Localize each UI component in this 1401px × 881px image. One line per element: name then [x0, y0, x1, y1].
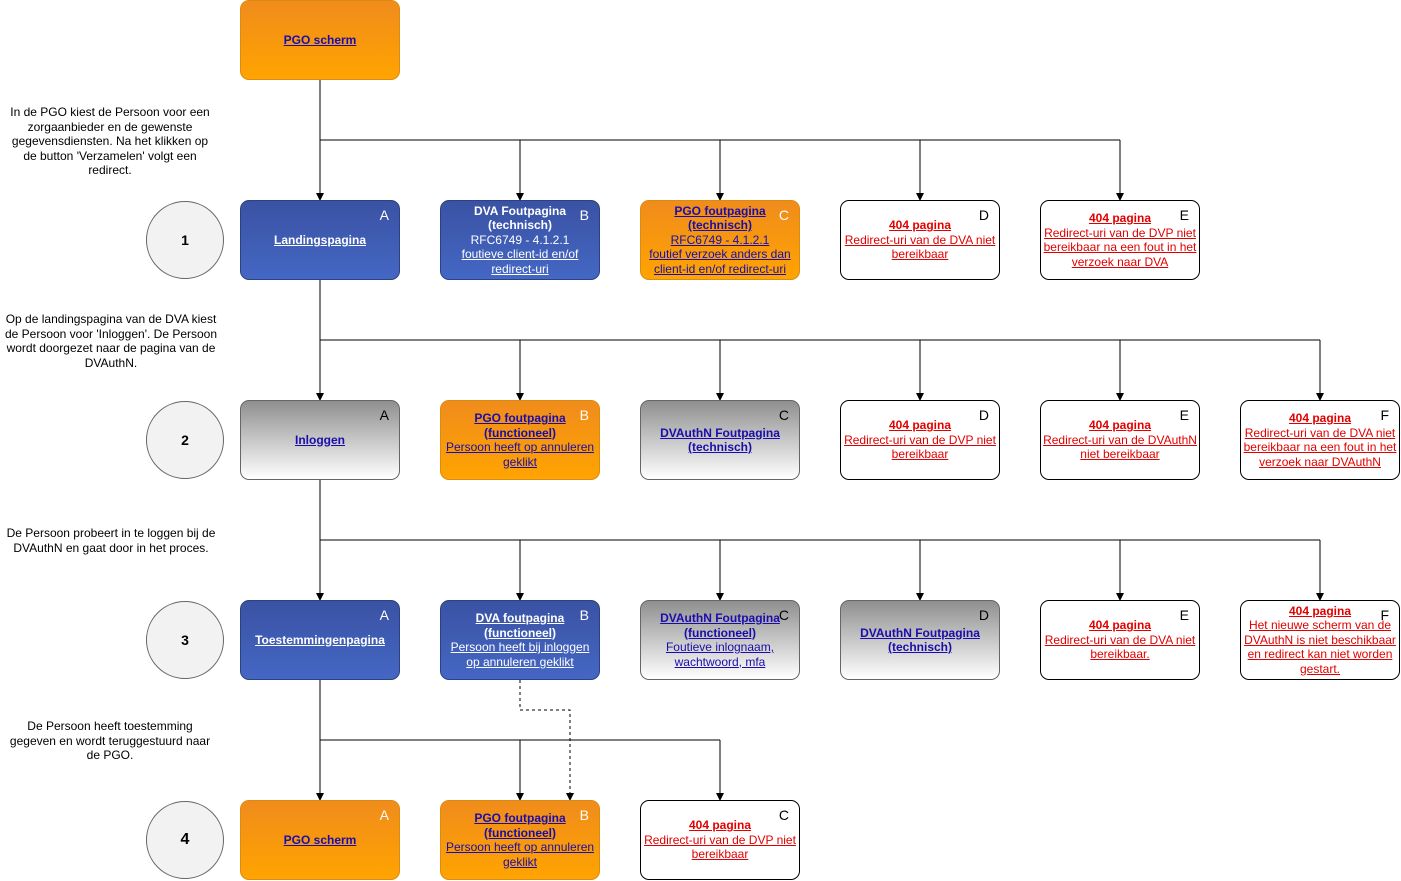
box-corner-label: E	[1179, 407, 1189, 423]
note-step-2: Op de landingspagina van de DVA kiest de…	[4, 312, 218, 370]
step-circle-3: 3	[146, 601, 224, 679]
box-line-1[interactable]: Redirect-uri van de DVA niet bereikbaar.	[1044, 632, 1196, 662]
box-corner-label: C	[778, 807, 789, 823]
404-dvp-box[interactable]: D 404 pagina Redirect-uri van de DVP nie…	[840, 400, 1000, 480]
dvauthn-foutpagina-functioneel-box[interactable]: C DVAuthN Foutpagina (functioneel) Fouti…	[640, 600, 800, 680]
box-line-1[interactable]: Redirect-uri van de DVP niet bereikbaar	[844, 432, 996, 462]
404-dvp-box[interactable]: E 404 pagina Redirect-uri van de DVP nie…	[1040, 200, 1200, 280]
box-line-1[interactable]: Persoon heeft op annuleren geklikt	[445, 840, 595, 869]
box-title[interactable]: DVAuthN Foutpagina (functioneel)	[660, 611, 780, 640]
box-line-1[interactable]: Redirect-uri van de DVA niet bereikbaar …	[1243, 425, 1397, 469]
box-title[interactable]: 404 pagina	[888, 218, 952, 233]
404-dvp-box[interactable]: C 404 pagina Redirect-uri van de DVP nie…	[640, 800, 800, 880]
404-dva-box[interactable]: E 404 pagina Redirect-uri van de DVA nie…	[1040, 600, 1200, 680]
box-corner-label: E	[1179, 207, 1189, 223]
dvauthn-foutpagina-technisch-box[interactable]: D DVAuthN Foutpagina (technisch)	[840, 600, 1000, 680]
box-title[interactable]: PGO foutpagina (functioneel)	[474, 811, 566, 840]
box-title[interactable]: 404 pagina	[688, 818, 752, 833]
note-step-4: De Persoon heeft toestemming gegeven en …	[9, 719, 211, 762]
pgo-scherm-start-box[interactable]: PGO scherm	[240, 0, 400, 80]
box-title[interactable]: PGO foutpagina (functioneel)	[474, 411, 566, 440]
box-line-1[interactable]: Redirect-uri van de DVP niet bereikbaar	[644, 832, 796, 862]
404-dva-box[interactable]: D 404 pagina Redirect-uri van de DVA nie…	[840, 200, 1000, 280]
landingspagina-box[interactable]: A Landingspagina	[240, 200, 400, 280]
box-line-1[interactable]: Persoon heeft op annuleren geklikt	[445, 440, 595, 469]
box-title[interactable]: Inloggen	[295, 432, 345, 447]
dva-foutpagina-functioneel-box[interactable]: B DVA foutpagina (functioneel) Persoon h…	[440, 600, 600, 680]
box-title[interactable]: Toestemmingenpagina	[255, 632, 385, 647]
box-corner-label: A	[379, 807, 389, 823]
box-corner-label: A	[379, 607, 389, 623]
dva-foutpagina-technisch-box[interactable]: B DVA Foutpagina (technisch) RFC6749 - 4…	[440, 200, 600, 280]
box-line-1[interactable]: Foutieve inlognaam, wachtwoord, mfa	[665, 640, 775, 669]
step-circle-4: 4	[146, 801, 224, 879]
inloggen-box[interactable]: A Inloggen	[240, 400, 400, 480]
box-title[interactable]: 404 pagina	[1088, 211, 1152, 225]
box-corner-label: F	[1380, 607, 1389, 623]
box-corner-label: B	[579, 807, 589, 823]
box-title: DVA Foutpagina (technisch)	[474, 203, 566, 233]
box-line-2[interactable]: foutieve client-id en/of redirect-uri	[461, 247, 579, 276]
box-title[interactable]: 404 pagina	[1288, 411, 1352, 425]
box-corner-label: D	[978, 607, 989, 623]
box-corner-label: A	[379, 407, 389, 423]
box-title[interactable]: 404 pagina	[888, 418, 952, 433]
step-circle-2: 2	[146, 401, 224, 479]
box-corner-label: E	[1179, 607, 1189, 623]
step-circle-1: 1	[146, 201, 224, 279]
box-corner-label: B	[579, 207, 589, 223]
note-step-1: In de PGO kiest de Persoon voor een zorg…	[10, 105, 210, 177]
404-dvauthn-box[interactable]: E 404 pagina Redirect-uri van de DVAuthN…	[1040, 400, 1200, 480]
box-line-1[interactable]: Persoon heeft bij inloggen op annuleren …	[450, 640, 590, 669]
box-title[interactable]: 404 pagina	[1088, 618, 1152, 633]
box-line-2[interactable]: foutief verzoek anders dan client-id en/…	[649, 247, 791, 276]
box-corner-label: C	[778, 607, 789, 623]
box-title[interactable]: DVAuthN Foutpagina (technisch)	[660, 425, 780, 455]
box-corner-label: B	[579, 607, 589, 623]
box-line-1[interactable]: RFC6749 - 4.1.2.1	[670, 232, 770, 247]
box-title[interactable]: DVA foutpagina (functioneel)	[475, 611, 565, 640]
dvauthn-foutpagina-technisch-box[interactable]: C DVAuthN Foutpagina (technisch)	[640, 400, 800, 480]
note-step-3: De Persoon probeert in te loggen bij de …	[6, 526, 216, 555]
404-dvauthn-new-screen-box[interactable]: F 404 pagina Het nieuwe scherm van de DV…	[1240, 600, 1400, 680]
box-line-1[interactable]: Redirect-uri van de DVAuthN niet bereikb…	[1043, 432, 1197, 462]
box-title[interactable]: 404 pagina	[1288, 603, 1352, 618]
box-corner-label: A	[379, 207, 389, 223]
pgo-foutpagina-functioneel-box[interactable]: B PGO foutpagina (functioneel) Persoon h…	[440, 400, 600, 480]
box-corner-label: D	[978, 407, 989, 423]
box-corner-label: D	[978, 207, 989, 223]
box-line-1: RFC6749 - 4.1.2.1	[470, 232, 570, 247]
box-line-1[interactable]: Het nieuwe scherm van de DVAuthN is niet…	[1244, 618, 1396, 676]
pgo-foutpagina-functioneel-box[interactable]: B PGO foutpagina (functioneel) Persoon h…	[440, 800, 600, 880]
box-corner-label: B	[579, 407, 589, 423]
box-title[interactable]: PGO scherm	[283, 32, 357, 47]
404-dva-after-dvauthn-box[interactable]: F 404 pagina Redirect-uri van de DVA nie…	[1240, 400, 1400, 480]
box-line-1[interactable]: Redirect-uri van de DVA niet bereikbaar	[844, 232, 996, 262]
box-corner-label: C	[778, 207, 789, 223]
toestemmingenpagina-box[interactable]: A Toestemmingenpagina	[240, 600, 400, 680]
pgo-foutpagina-technisch-box[interactable]: C PGO foutpagina (technisch) RFC6749 - 4…	[640, 200, 800, 280]
box-title[interactable]: 404 pagina	[1088, 418, 1152, 433]
box-title[interactable]: Landingspagina	[273, 232, 366, 247]
box-corner-label: F	[1380, 407, 1389, 423]
box-line-1[interactable]: Redirect-uri van de DVP niet bereikbaar …	[1043, 225, 1197, 269]
box-title[interactable]: DVAuthN Foutpagina (technisch)	[860, 625, 980, 655]
pgo-scherm-end-box[interactable]: A PGO scherm	[240, 800, 400, 880]
box-title[interactable]: PGO foutpagina (technisch)	[674, 203, 766, 233]
box-title[interactable]: PGO scherm	[283, 832, 357, 847]
box-corner-label: C	[778, 407, 789, 423]
